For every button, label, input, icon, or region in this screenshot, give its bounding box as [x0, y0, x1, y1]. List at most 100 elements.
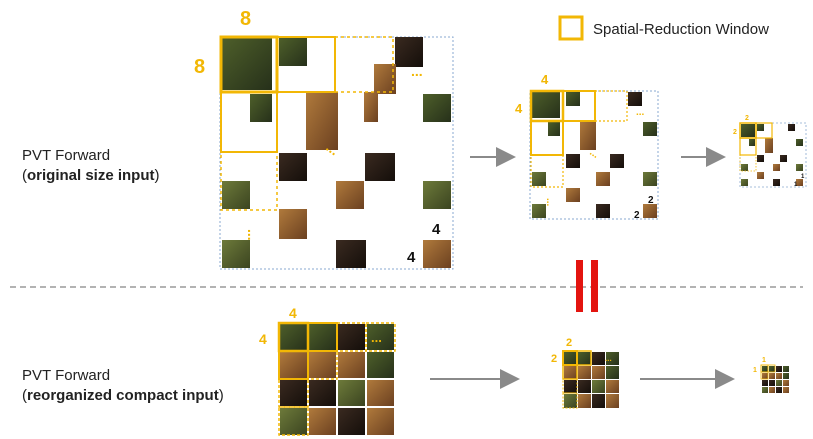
ellipsis-dots: ...: [411, 63, 423, 79]
sr-window: [365, 322, 396, 352]
stage2-original-grid: ... ... ... 4 4 2 2: [515, 72, 659, 221]
image-patch: [596, 204, 610, 218]
image-patch: [279, 153, 307, 181]
window-height-label: 2: [733, 129, 737, 136]
image-patch: [336, 181, 364, 209]
image-patch: [628, 92, 642, 106]
image-patch: [532, 204, 546, 218]
window-height-label: 4: [515, 101, 523, 116]
image-patch: [765, 138, 773, 153]
image-patch: [643, 172, 657, 186]
image-patch: [423, 94, 451, 122]
image-patch: [566, 154, 580, 168]
image-patch: [566, 188, 580, 202]
compact-stage1-grid: ... 4 4: [259, 305, 396, 436]
image-patch: [532, 172, 546, 186]
row1-subtitle: (original size input): [22, 167, 160, 184]
equivalence-sign: [576, 260, 598, 312]
image-patch: [423, 240, 451, 268]
image-patch: [796, 139, 803, 146]
image-patch: [780, 155, 787, 162]
image-patch: [364, 92, 378, 122]
sr-window: [278, 378, 309, 408]
window-width-label: 8: [240, 8, 251, 30]
sr-window: [760, 371, 769, 380]
patch-width-label: 4: [432, 221, 441, 238]
image-patch: [596, 172, 610, 186]
window-height-label: 1: [753, 367, 757, 374]
patch-height-label: 4: [407, 249, 416, 266]
window-width-label: 2: [745, 115, 749, 122]
sr-window: [562, 392, 578, 409]
patch-width-label: 2: [648, 195, 654, 206]
image-patch: [423, 181, 451, 209]
image-patch: [757, 124, 764, 131]
compact-stage2-grid: ... 2 2: [551, 337, 621, 409]
image-patch: [222, 240, 250, 268]
sr-window: [755, 122, 773, 139]
stage3-original-grid: 2 2 1 1: [733, 115, 807, 188]
sr-window: [739, 154, 757, 172]
ellipsis-dots: ...: [544, 198, 555, 207]
image-patch: [757, 172, 764, 179]
legend-label: Spatial-Reduction Window: [593, 21, 769, 38]
window-width-label: 4: [289, 305, 297, 321]
image-patch: [222, 181, 250, 209]
image-patch: [773, 179, 780, 186]
image-patch: [741, 164, 748, 171]
image-patch: [365, 153, 395, 181]
image-patch: [643, 122, 657, 136]
sr-window: [220, 151, 278, 211]
image-patch: [279, 209, 307, 239]
window-height-label: 2: [551, 353, 557, 365]
row1-title: PVT Forward: [22, 147, 110, 164]
window-width-label: 1: [762, 357, 766, 364]
patch-width-label: 1: [801, 174, 805, 180]
image-patch: [643, 204, 657, 218]
legend-window-swatch: [558, 15, 584, 41]
compact-stage3-grid: 1 1: [753, 357, 789, 393]
row2-title: PVT Forward: [22, 367, 110, 384]
image-patch: [566, 92, 580, 106]
ellipsis-dots: ...: [605, 354, 612, 363]
window-width-label: 4: [541, 72, 549, 87]
patch-height-label: 2: [634, 210, 640, 221]
image-patch: [796, 164, 803, 171]
patch-height-label: 1: [794, 182, 798, 188]
sr-window: [594, 90, 628, 122]
ellipsis-dots: ...: [245, 229, 261, 241]
sr-window: [739, 137, 757, 156]
image-patch: [306, 92, 338, 150]
image-patch: [757, 155, 764, 162]
image-patch: [749, 139, 755, 146]
sr-window: [278, 406, 309, 436]
image-patch: [788, 124, 795, 131]
image-patch: [796, 179, 803, 186]
image-patch: [222, 38, 272, 90]
image-patch: [395, 37, 423, 67]
image-patch: [610, 154, 624, 168]
image-patch: [532, 92, 560, 118]
window-height-label: 8: [194, 56, 205, 78]
image-patch: [773, 164, 780, 171]
window-height-label: 4: [259, 331, 267, 347]
image-patch: [548, 122, 560, 136]
image-patch: [580, 120, 596, 150]
window-width-label: 2: [566, 337, 572, 349]
sr-window: [576, 350, 592, 366]
image-patch: [741, 124, 755, 137]
row2-subtitle: (reorganized compact input): [22, 387, 224, 404]
image-patch: [741, 179, 748, 186]
sr-window: [530, 154, 564, 188]
sr-window: [334, 36, 394, 93]
image-patch: [374, 64, 396, 94]
stage1-original-grid: ... ... ... 8 8 4 4: [194, 8, 454, 270]
ellipsis-dots: ...: [371, 330, 382, 345]
sr-window: [307, 350, 338, 380]
ellipsis-dots: ...: [636, 107, 645, 118]
sr-window: [220, 91, 278, 153]
image-patch: [250, 94, 272, 122]
image-patch: [336, 240, 366, 268]
sr-window: [767, 364, 776, 373]
